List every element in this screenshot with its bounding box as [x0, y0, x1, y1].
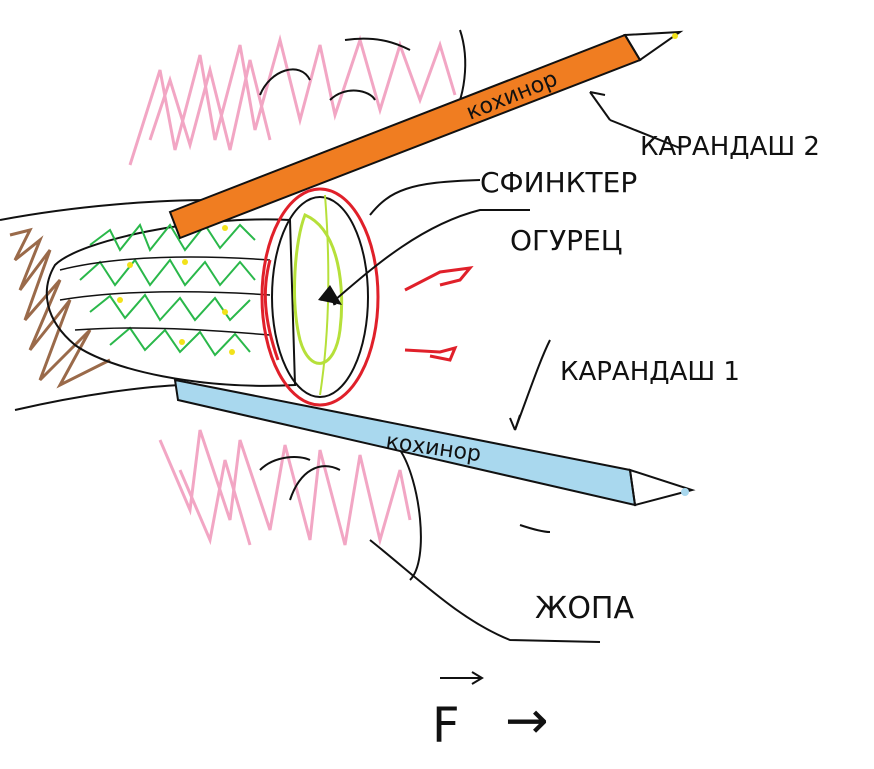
cucumber-seeds	[117, 225, 235, 355]
brown-hatching	[9, 227, 111, 389]
label-sphincter: СФИНКТЕР	[480, 166, 637, 199]
red-scribbles	[404, 266, 474, 362]
label-pencil-2: КАРАНДАШ 2	[640, 132, 820, 162]
cucumber-cross-section	[293, 194, 344, 396]
sphincter-ring	[260, 187, 380, 407]
force-symbol: F	[432, 698, 460, 754]
pencil-bottom	[173, 378, 696, 507]
pencil-top	[168, 30, 684, 240]
force-arrow: →	[505, 691, 549, 751]
label-pencil-1: КАРАНДАШ 1	[560, 357, 740, 387]
cucumber-body	[45, 218, 297, 387]
label-butt: ЖОПА	[535, 591, 634, 626]
label-bar-bottom: кохинор	[384, 429, 482, 467]
leader-lines	[334, 91, 681, 643]
pink-hatching-bottom	[158, 429, 412, 546]
label-cucumber: ОГУРЕЦ	[510, 224, 623, 257]
force-vector-hat	[440, 671, 484, 685]
pink-hatching-top	[128, 34, 457, 166]
body-outline	[0, 29, 551, 581]
